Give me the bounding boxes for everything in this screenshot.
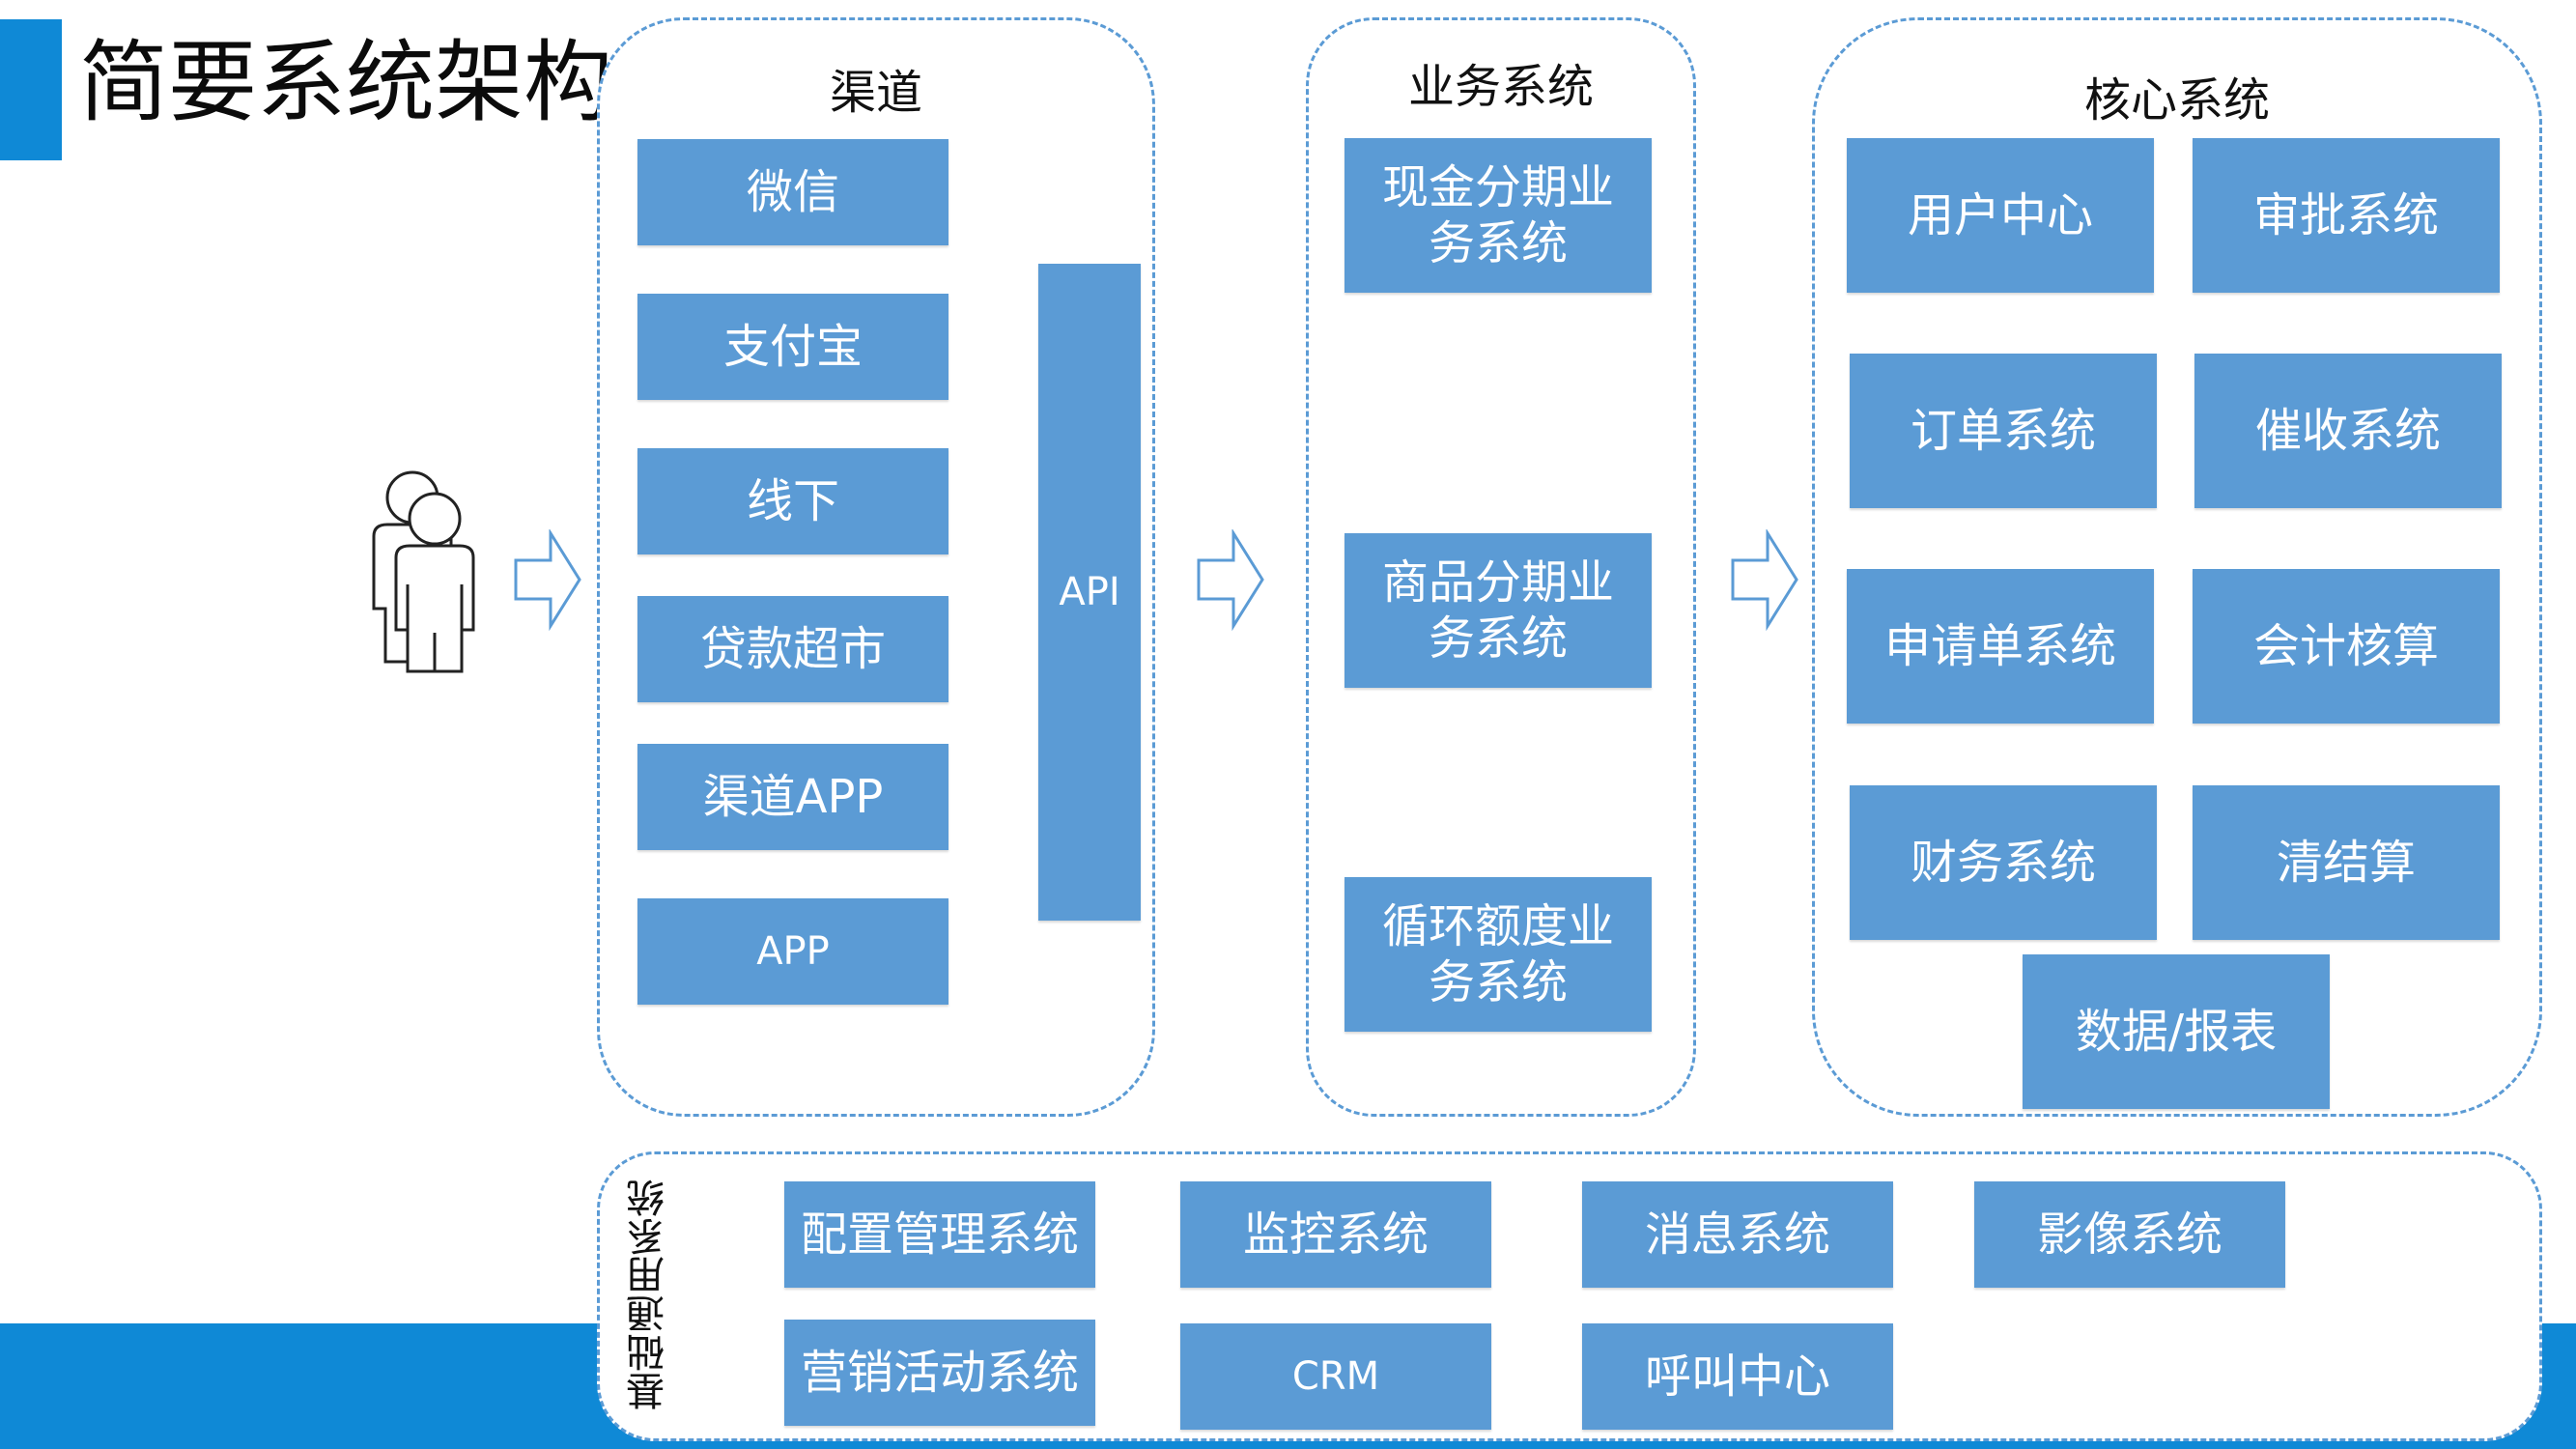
core-approval[interactable]: 审批系统: [2193, 138, 2500, 293]
core-collection[interactable]: 催收系统: [2194, 354, 2502, 508]
arrow-right-icon: [514, 529, 581, 631]
base-crm[interactable]: CRM: [1180, 1323, 1491, 1430]
core-order[interactable]: 订单系统: [1850, 354, 2157, 508]
base-monitor[interactable]: 监控系统: [1180, 1181, 1491, 1288]
business-goods-installment[interactable]: 商品分期业务系统: [1345, 533, 1652, 688]
base-message[interactable]: 消息系统: [1582, 1181, 1893, 1288]
core-application[interactable]: 申请单系统: [1847, 569, 2154, 724]
title-accent-bar: [0, 19, 62, 160]
channel-alipay[interactable]: 支付宝: [637, 294, 948, 400]
users-icon: [372, 470, 475, 673]
business-cash-installment[interactable]: 现金分期业务系统: [1345, 138, 1652, 293]
channel-wechat[interactable]: 微信: [637, 139, 948, 245]
business-revolving-credit[interactable]: 循环额度业务系统: [1345, 877, 1652, 1032]
api-gateway[interactable]: API: [1038, 264, 1141, 921]
core-title: 核心系统: [2083, 73, 2270, 128]
base-title: 基础通用系统: [627, 1179, 671, 1410]
page-title: 简要系统架构: [79, 31, 613, 134]
core-settlement[interactable]: 清结算: [2193, 785, 2500, 940]
core-data-report[interactable]: 数据/报表: [2023, 954, 2330, 1109]
base-call-center[interactable]: 呼叫中心: [1582, 1323, 1893, 1430]
core-user-center[interactable]: 用户中心: [1847, 138, 2154, 293]
business-title: 业务系统: [1407, 60, 1594, 114]
core-accounting[interactable]: 会计核算: [2193, 569, 2500, 724]
arrow-right-icon: [1197, 529, 1264, 631]
base-image[interactable]: 影像系统: [1974, 1181, 2285, 1288]
channel-loan-market[interactable]: 贷款超市: [637, 596, 948, 702]
channel-offline[interactable]: 线下: [637, 448, 948, 554]
arrow-right-icon: [1731, 529, 1798, 631]
core-finance[interactable]: 财务系统: [1850, 785, 2157, 940]
channels-title: 渠道: [829, 66, 922, 120]
base-config[interactable]: 配置管理系统: [784, 1181, 1095, 1288]
channel-own-app[interactable]: APP: [637, 898, 948, 1005]
channel-app[interactable]: 渠道APP: [637, 744, 948, 850]
base-marketing[interactable]: 营销活动系统: [784, 1320, 1095, 1426]
